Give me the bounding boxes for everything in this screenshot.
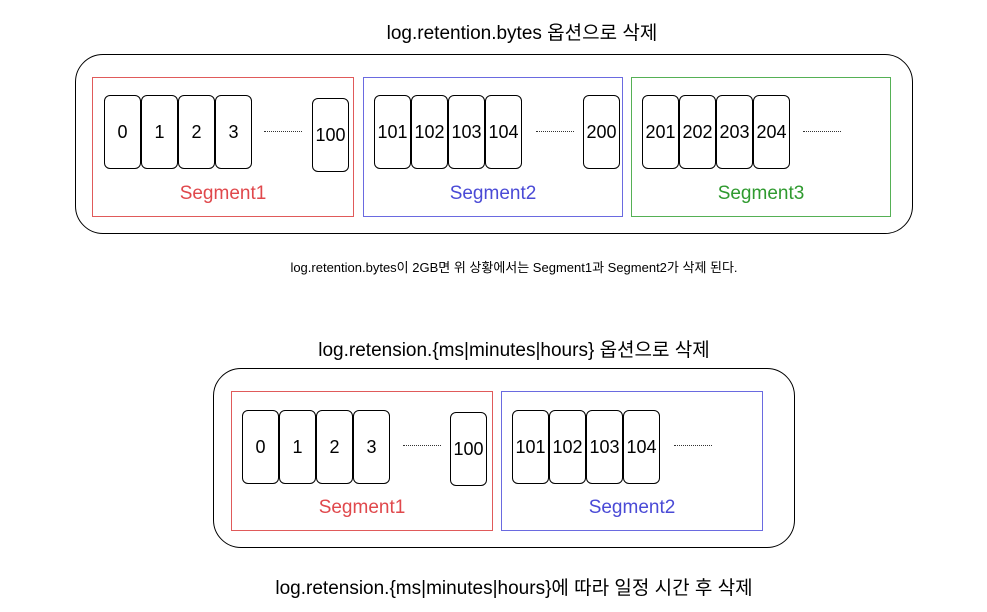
diagram1-segment3-cell-0: 201 (642, 95, 679, 169)
diagram2-log-container (213, 368, 795, 548)
diagram1-segment1-ellipsis (264, 131, 302, 132)
diagram1-segment3-cell-2: 203 (716, 95, 753, 169)
diagram1-segment2-cell-last: 200 (583, 95, 620, 169)
diagram1-segment3-cell-1: 202 (679, 95, 716, 169)
diagram1-segment1-label: Segment1 (179, 183, 267, 204)
diagram1-segment2-ellipsis (536, 131, 574, 132)
diagram1-segment3-ellipsis (803, 131, 841, 132)
diagram1-segment1-cell-last: 100 (312, 98, 349, 172)
diagram2-segment2-box (501, 391, 763, 531)
diagram2-segment2-cell-1: 102 (549, 410, 586, 484)
diagram1-segment2-box (363, 77, 623, 217)
diagram1-caption: log.retention.bytes이 2GB면 위 상황에서는 Segmen… (290, 260, 738, 275)
diagram1-segment2-label: Segment2 (449, 183, 537, 204)
diagram2-segment2-label: Segment2 (588, 497, 676, 518)
diagram2-segment1-cell-2: 2 (316, 410, 353, 484)
diagram1-segment1-cell-0: 0 (104, 95, 141, 169)
diagram2-segment2-cell-3: 104 (623, 410, 660, 484)
diagram2-segment2-ellipsis (674, 445, 712, 446)
diagram1-segment1-box (92, 77, 354, 217)
diagram1-segment3-box (631, 77, 891, 217)
diagram2-caption: log.retension.{ms|minutes|hours}에 따라 일정 … (275, 578, 753, 599)
diagram2-segment1-cell-3: 3 (353, 410, 390, 484)
diagram2-segment2-cell-0: 101 (512, 410, 549, 484)
diagram2-segment1-cell-1: 1 (279, 410, 316, 484)
diagram2-segment1-cell-0: 0 (242, 410, 279, 484)
diagram1-segment2-cell-3: 104 (485, 95, 522, 169)
diagram1-segment2-cell-0: 101 (374, 95, 411, 169)
diagram2-segment1-box (231, 391, 493, 531)
diagram1-segment3-cell-3: 204 (753, 95, 790, 169)
diagram2-segment1-ellipsis (403, 445, 441, 446)
diagram1-segment2-cell-1: 102 (411, 95, 448, 169)
diagram1-title: log.retention.bytes 옵션으로 삭제 (386, 23, 658, 44)
diagram1-segment2-cell-2: 103 (448, 95, 485, 169)
diagram1-segment3-label: Segment3 (717, 183, 805, 204)
diagram1-segment1-cell-1: 1 (141, 95, 178, 169)
diagram2-segment1-cell-last: 100 (450, 412, 487, 486)
diagram1-segment1-cell-2: 2 (178, 95, 215, 169)
diagram2-segment1-label: Segment1 (318, 497, 406, 518)
diagram2-title: log.retension.{ms|minutes|hours} 옵션으로 삭제 (318, 340, 710, 361)
diagram1-log-container (75, 54, 913, 234)
diagram2-segment2-cell-2: 103 (586, 410, 623, 484)
diagram1-segment1-cell-3: 3 (215, 95, 252, 169)
